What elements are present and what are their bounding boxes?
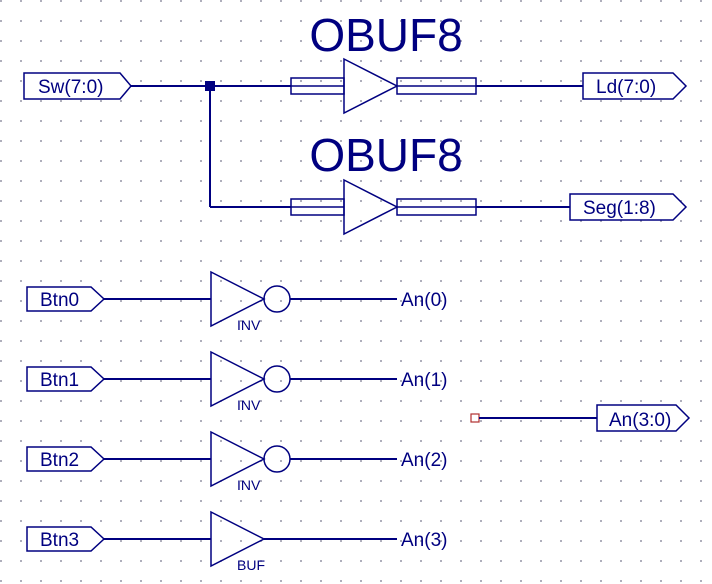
buf3-label: BUF: [237, 557, 265, 573]
port-sw-label: Sw(7:0): [38, 77, 103, 98]
obuf8-bottom-symbol[interactable]: [290, 178, 477, 236]
port-btn0-label: Btn0: [40, 290, 79, 311]
unconnected-marker: [470, 413, 480, 423]
obuf-bottom-title: OBUF8: [309, 129, 462, 181]
port-seg-label: Seg(1:8): [583, 198, 656, 219]
obuf-top-title: OBUF8: [309, 9, 462, 61]
port-an-bus[interactable]: An(3:0): [596, 404, 691, 432]
obuf8-top-symbol[interactable]: [290, 57, 477, 115]
port-btn0[interactable]: Btn0: [26, 286, 106, 312]
port-ld[interactable]: Ld(7:0): [582, 72, 688, 100]
inv0-label: INV: [237, 317, 261, 333]
port-btn2-label: Btn2: [40, 450, 79, 471]
port-ld-label: Ld(7:0): [596, 77, 656, 98]
net-an2-label: An(2): [401, 450, 447, 471]
port-btn1[interactable]: Btn1: [26, 366, 106, 392]
net-an3-label: An(3): [401, 530, 447, 551]
port-btn3[interactable]: Btn3: [26, 526, 106, 552]
inv2-label: INV: [237, 477, 261, 493]
port-btn2[interactable]: Btn2: [26, 446, 106, 472]
inv1-label: INV: [237, 397, 261, 413]
port-seg[interactable]: Seg(1:8): [569, 193, 688, 221]
net-an1-label: An(1): [401, 370, 447, 391]
net-an0-label: An(0): [401, 290, 447, 311]
port-sw[interactable]: Sw(7:0): [23, 72, 132, 100]
port-an-bus-label: An(3:0): [609, 410, 671, 431]
port-btn3-label: Btn3: [40, 530, 79, 551]
port-btn1-label: Btn1: [40, 370, 79, 391]
buf3-gate[interactable]: [210, 510, 266, 568]
